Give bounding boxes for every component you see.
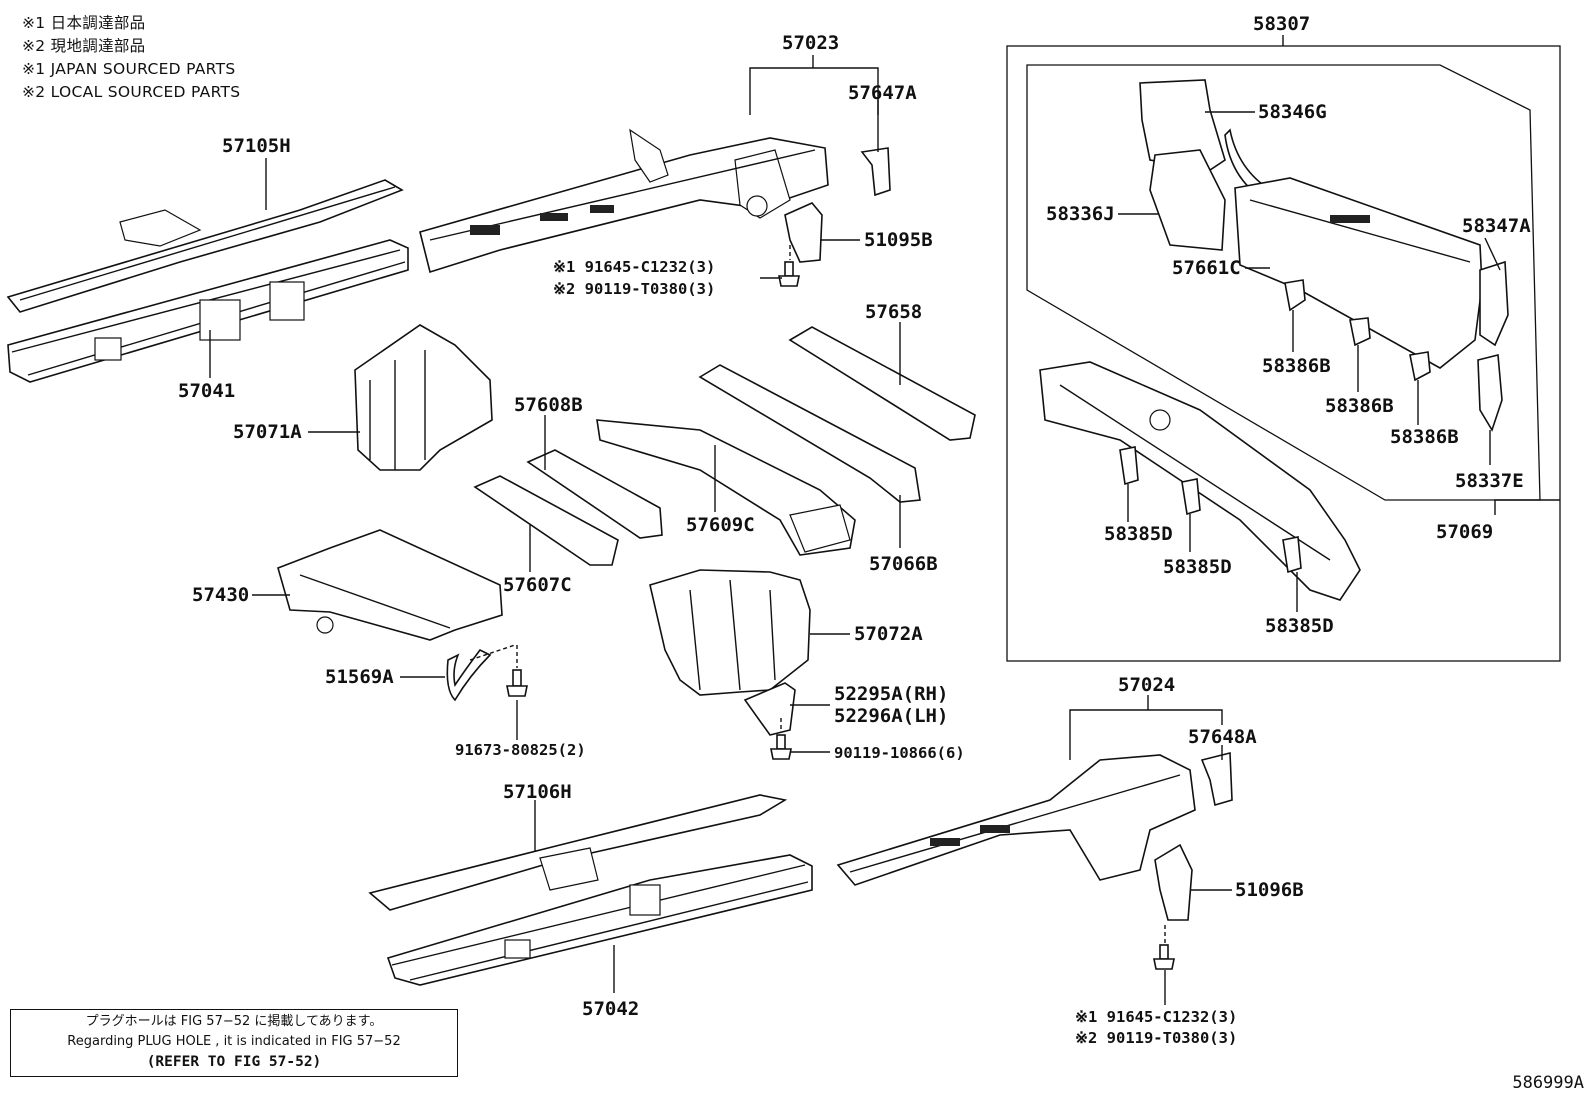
callout-58385D-1: 58385D [1104,523,1173,545]
callout-57609C: 57609C [686,514,755,536]
part-57430-drawing [277,529,503,641]
callout-57430: 57430 [192,584,249,606]
callout-91645-upper: ※1 91645-C1232(3) [553,258,715,276]
part-51569A-drawing [446,648,492,702]
callout-57648A: 57648A [1188,726,1257,748]
legend-line-4: ※2 LOCAL SOURCED PARTS [22,83,241,101]
bolt-lower-icon [1153,944,1175,970]
callout-58347A: 58347A [1462,215,1531,237]
callout-52295A: 52295A(RH) [834,683,948,705]
part-57607C-drawing [473,475,619,566]
legend-line-3: ※1 JAPAN SOURCED PARTS [22,60,236,78]
part-58385D-1-drawing [1119,446,1139,486]
note-english: Regarding PLUG HOLE , it is indicated in… [67,1034,401,1049]
note-reference: (REFER TO FIG 57-52) [146,1054,322,1070]
callout-58307: 58307 [1253,13,1310,35]
callout-91673: 91673-80825(2) [455,741,586,759]
part-57608B-drawing [526,449,663,539]
callout-57071A: 57071A [233,421,302,443]
callout-58385D-2: 58385D [1163,556,1232,578]
part-52295A-drawing [743,682,796,736]
callout-58336J: 58336J [1046,203,1115,225]
callout-51569A: 51569A [325,666,394,688]
part-57609C-drawing [596,419,856,556]
callout-58386B-2: 58386B [1325,395,1394,417]
callout-57066B: 57066B [869,553,938,575]
callout-58386B-3: 58386B [1390,426,1459,448]
part-57071A-drawing [354,324,493,471]
callout-57041: 57041 [178,380,235,402]
part-58386B-3-drawing [1409,351,1431,382]
part-57023-drawing [419,128,829,274]
figure-number: 586999A [1512,1073,1584,1093]
callout-57072A: 57072A [854,623,923,645]
callout-57042: 57042 [582,998,639,1020]
callout-57647A: 57647A [848,82,917,104]
callout-57106H: 57106H [503,781,572,803]
part-58337E-drawing [1477,353,1503,432]
plug-hole-note: プラグホールは FIG 57−52 に掲載してあります。 Regarding P… [10,1009,458,1077]
part-58336J-drawing [1149,149,1226,251]
part-57069-drawing [1039,361,1361,601]
callout-58337E: 58337E [1455,470,1524,492]
part-57106H-drawing [368,794,788,911]
callout-57069: 57069 [1436,521,1493,543]
part-58385D-2-drawing [1181,478,1201,516]
part-58347A-drawing [1479,260,1509,347]
callout-51096B: 51096B [1235,879,1304,901]
bolt-90119-icon [770,734,792,760]
part-58386B-2-drawing [1349,317,1371,347]
bolt-91673-icon [506,669,528,697]
part-57066B-drawing [698,364,921,503]
legend-line-1: ※1 日本調達部品 [22,14,146,32]
callout-57607C: 57607C [503,574,572,596]
part-57072A-drawing [649,569,811,696]
part-58386B-1-drawing [1284,279,1306,312]
callout-52296A: 52296A(LH) [834,705,948,727]
part-57024-drawing [836,754,1196,886]
note-japanese: プラグホールは FIG 57−52 に掲載してあります。 [85,1014,383,1029]
callout-57023: 57023 [782,32,839,54]
callout-90119-upper: ※2 90119-T0380(3) [553,280,715,298]
leader-lines [209,35,1560,1005]
callout-57105H: 57105H [222,135,291,157]
callout-58385D-3: 58385D [1265,615,1334,637]
callout-91645-lower: ※1 91645-C1232(3) [1075,1008,1237,1026]
callout-57024: 57024 [1118,674,1175,696]
part-57661C-drawing [1234,177,1483,369]
part-57042-drawing [386,854,813,986]
part-58385D-3-drawing [1282,536,1302,574]
legend-line-2: ※2 現地調達部品 [22,37,146,55]
sourcing-legend: ※1 日本調達部品 ※2 現地調達部品 ※1 JAPAN SOURCED PAR… [22,12,240,104]
bolt-upper-icon [778,261,800,287]
part-58346G-drawing [1139,79,1226,171]
part-51095B-drawing [784,202,823,263]
group-58307-frame [1006,45,1561,662]
part-57658-drawing [788,326,976,441]
callout-57658: 57658 [865,301,922,323]
callout-58386B-1: 58386B [1262,355,1331,377]
callout-51095B: 51095B [864,229,933,251]
callout-58346G: 58346G [1258,101,1327,123]
part-57105H-drawing [6,179,404,313]
callout-57608B: 57608B [514,394,583,416]
callout-57661C: 57661C [1172,257,1241,279]
callout-90119-lower: ※2 90119-T0380(3) [1075,1029,1237,1047]
part-57041-drawing [7,239,409,383]
part-57648A-drawing [1200,751,1233,807]
callout-90119-mid: 90119-10866(6) [834,744,965,762]
part-51096B-drawing [1154,843,1193,921]
part-57647A-drawing [860,147,891,197]
